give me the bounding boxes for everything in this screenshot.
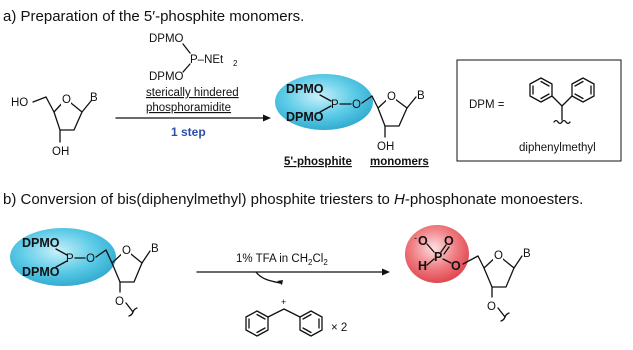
phosphoramidite-reagent: DPMO DPMO P–NEt 2 sterically hindered ph… bbox=[146, 33, 239, 114]
three-prime-oxygen: O bbox=[487, 301, 496, 313]
diphenylmethyl-cation: + × 2 bbox=[245, 297, 347, 337]
phenyl-ring-right bbox=[571, 77, 595, 103]
reagent-dpmo-bottom: DPMO bbox=[149, 71, 184, 83]
minus-charge: - bbox=[414, 233, 417, 243]
bond bbox=[81, 100, 92, 113]
ring-oxygen: O bbox=[494, 250, 503, 262]
phosphorus-label: P bbox=[434, 250, 442, 264]
reagent-dpmo-top: DPMO bbox=[149, 33, 184, 45]
attachment-wavy bbox=[553, 119, 571, 125]
step-label: 1 step bbox=[171, 125, 206, 139]
arrowhead-a bbox=[263, 114, 271, 122]
reactant-dpmo-bottom: DPMO bbox=[22, 265, 60, 279]
bond bbox=[371, 95, 379, 109]
oh-label: OH bbox=[377, 141, 394, 153]
condition-label: 1% TFA in CH2Cl2 bbox=[236, 253, 328, 267]
base-label: B bbox=[417, 90, 425, 102]
product-dpmo-top: DPMO bbox=[286, 82, 324, 96]
dpm-definition-box: DPM = diphenylmethyl bbox=[456, 59, 622, 162]
dpm-protecting-ellipse bbox=[10, 228, 116, 286]
attachment-wavy bbox=[128, 307, 138, 317]
reagent-description-line1: sterically hindered bbox=[146, 87, 239, 99]
base-label: B bbox=[523, 248, 531, 260]
phenyl-ring-right bbox=[299, 310, 323, 337]
bond bbox=[182, 43, 191, 54]
ring-oxygen: O bbox=[122, 245, 131, 257]
hydrogen-label: H bbox=[418, 259, 427, 273]
bond bbox=[361, 95, 373, 104]
base-label: B bbox=[90, 92, 98, 104]
ring-oxygen: O bbox=[387, 91, 396, 103]
dpm-protecting-ellipse bbox=[275, 74, 373, 130]
bond bbox=[406, 96, 417, 109]
phosphite-monomer-product: DPMO DPMO P O O B OH 5'-phosphite monome… bbox=[275, 74, 429, 168]
reagent-net2-subscript: 2 bbox=[233, 59, 238, 68]
product-dpmo-bottom: DPMO bbox=[286, 110, 324, 124]
h-phosphonate-product: - O O H P O O B O bbox=[405, 225, 531, 322]
times-two: × 2 bbox=[331, 322, 347, 334]
oh-label: OH bbox=[52, 146, 69, 158]
three-prime-oxygen: O bbox=[115, 296, 124, 308]
ho-label: HO bbox=[11, 97, 28, 109]
byproduct-arrowhead bbox=[277, 280, 283, 285]
phosphorus-label: P bbox=[331, 99, 339, 111]
phenyl-ring-left bbox=[245, 310, 269, 337]
arrowhead-b bbox=[382, 268, 390, 276]
reagent-description-line2: phosphoramidite bbox=[146, 102, 231, 114]
phosphorus-label: P bbox=[66, 253, 74, 265]
double-bond-oxygen: O bbox=[444, 234, 454, 248]
bond bbox=[319, 105, 332, 113]
base-label: B bbox=[151, 243, 159, 255]
product-caption-part1: 5'-phosphite bbox=[284, 156, 352, 168]
linker-oxygen: O bbox=[352, 99, 361, 111]
linker-oxygen: O bbox=[86, 253, 95, 265]
reactant-dpmo-top: DPMO bbox=[22, 236, 60, 250]
phenyl-ring-left bbox=[529, 77, 553, 103]
bond bbox=[182, 63, 191, 73]
reagent-p-net2: P–NEt bbox=[190, 54, 224, 66]
cation-charge: + bbox=[281, 297, 286, 307]
bond bbox=[319, 94, 332, 102]
starting-nucleoside: HO O B OH bbox=[11, 91, 98, 158]
linker-oxygen: O bbox=[451, 259, 461, 273]
dpm-equals-label: DPM = bbox=[469, 99, 505, 111]
attachment-wavy bbox=[500, 312, 510, 322]
section-a-heading: a) Preparation of the 5′-phosphite monom… bbox=[3, 8, 304, 25]
dpm-box-frame bbox=[456, 59, 622, 162]
section-b-heading: b) Conversion of bis(diphenylmethyl) pho… bbox=[3, 191, 583, 208]
ring-oxygen: O bbox=[62, 94, 71, 106]
bond bbox=[45, 96, 55, 113]
dpm-name: diphenylmethyl bbox=[519, 142, 596, 154]
byproduct-curve bbox=[255, 271, 281, 284]
bond bbox=[32, 96, 47, 103]
h-phosphonate-ellipse bbox=[405, 225, 469, 283]
product-caption-part2: monomers bbox=[370, 156, 429, 168]
phosphite-triester-reactant: DPMO DPMO P O O B O bbox=[10, 228, 159, 317]
oxide-oxygen: O bbox=[418, 234, 428, 248]
